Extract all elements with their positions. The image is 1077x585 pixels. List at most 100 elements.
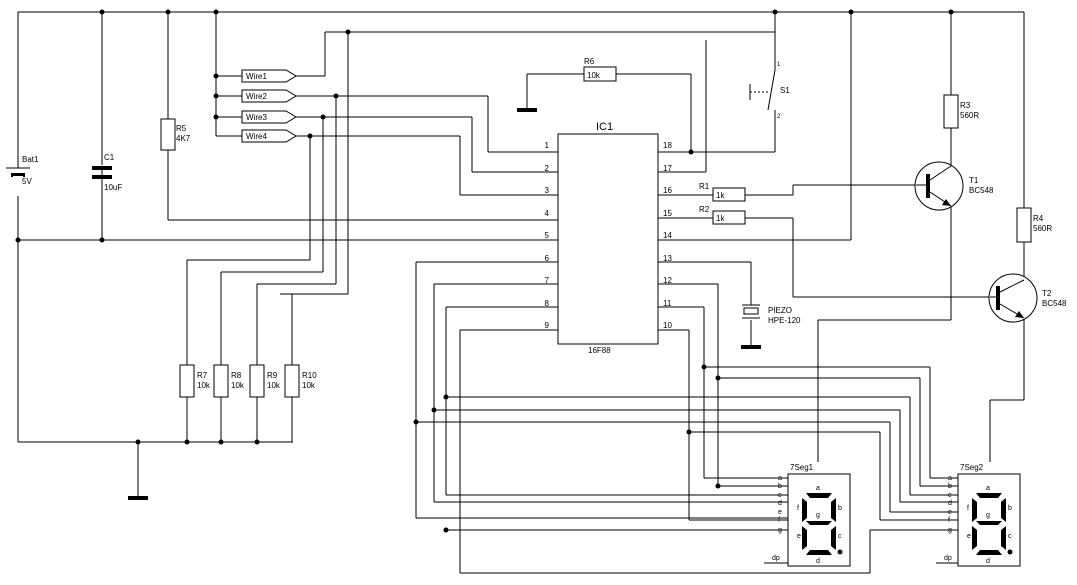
ic-pin-11: 11 <box>663 299 672 308</box>
t1-part: BC548 <box>969 186 994 195</box>
junction-dots <box>15 9 954 533</box>
s1-pin1: 1 <box>777 62 781 68</box>
ic-pin-13: 13 <box>663 254 672 263</box>
seg2-label-b: b <box>1008 505 1012 512</box>
transistor-t2: T2 BC548 <box>988 273 1067 323</box>
battery-name: Bat1 <box>22 155 39 164</box>
r2-value: 1k <box>716 214 725 223</box>
r6-value: 10k <box>587 71 601 80</box>
seg1-pin-d: d <box>778 500 782 507</box>
r6-name: R6 <box>584 57 595 66</box>
wire4-connector <box>241 129 297 143</box>
r3-value: 560R <box>960 111 979 120</box>
seg2-pin-dp: dp <box>944 555 952 562</box>
seg1-pin-g: g <box>778 527 782 534</box>
ground-symbol-r6 <box>517 108 537 112</box>
t2-name: T2 <box>1042 289 1052 298</box>
resistor-r2: R2 1k <box>699 205 746 225</box>
resistor-r3: R3 560R <box>943 94 979 129</box>
resistor-r1: R1 1k <box>699 182 746 202</box>
ic-pin-8: 8 <box>545 299 550 308</box>
seg1-label-g: g <box>816 512 820 519</box>
seg1-pin-e: e <box>778 509 782 516</box>
r5-name: R5 <box>176 124 187 133</box>
seg1-name: 7Seg1 <box>790 463 814 472</box>
r2-name: R2 <box>699 205 710 214</box>
ic-pin-2: 2 <box>545 164 550 173</box>
c1-value: 10uF <box>104 183 122 192</box>
ic-pin-5: 5 <box>545 231 550 240</box>
seg2-pin-b: b <box>948 483 952 490</box>
t2-part: BC548 <box>1042 299 1067 308</box>
seg2-label-e: e <box>967 533 971 540</box>
seven-segment-display-1: 7Seg1 a b c d e f g a b c d e f g <box>764 463 851 567</box>
ic-pin-14: 14 <box>663 231 672 240</box>
r9-value: 10k <box>267 381 281 390</box>
seg2-label-f: f <box>967 505 969 512</box>
ic-pin-15: 15 <box>663 209 672 218</box>
r5-value: 4K7 <box>176 134 191 143</box>
ic-name: IC1 <box>596 121 613 133</box>
seg1-label-f: f <box>797 505 799 512</box>
seven-segment-display-2: 7Seg2 a b c d e f g a b c d e f g <box>936 463 1021 567</box>
resistor-r4: R4 560R <box>1016 207 1052 243</box>
r8-name: R8 <box>231 371 242 380</box>
ground-symbol-main <box>128 496 148 500</box>
seg2-label-c: c <box>1008 533 1012 540</box>
seg1-label-e: e <box>797 533 801 540</box>
seg2-pin-e: e <box>948 509 952 516</box>
seg2-name: 7Seg2 <box>960 463 984 472</box>
resistor-r6: R6 10k <box>583 57 617 82</box>
ground-symbol-piezo <box>741 345 761 349</box>
seg1-pin-c: c <box>778 492 782 499</box>
battery-bat1: Bat1 5V <box>6 155 39 196</box>
r9-name: R9 <box>267 371 278 380</box>
ic-left-pins: 1 2 3 4 5 6 7 8 9 <box>545 141 550 330</box>
ic-right-pins: 18 17 16 15 14 13 12 11 10 <box>663 141 672 330</box>
r4-name: R4 <box>1033 214 1044 223</box>
resistor-r5: R5 4K7 <box>160 118 191 151</box>
ic1-chip: IC1 16F88 1 2 3 4 5 6 7 8 9 18 17 16 15 … <box>545 121 673 355</box>
ic-pin-7: 7 <box>545 276 550 285</box>
wire2-label: Wire2 <box>246 92 267 101</box>
wire3-label: Wire3 <box>246 113 267 122</box>
resistor-r9: R9 10k <box>249 364 281 398</box>
wire2-connector <box>241 89 297 103</box>
s1-name: S1 <box>780 86 790 95</box>
c1-name: C1 <box>104 153 115 162</box>
capacitor-c1: C1 10uF <box>92 153 122 192</box>
ic-part: 16F88 <box>588 346 611 355</box>
r1-name: R1 <box>699 182 710 191</box>
seg2-pin-c: c <box>948 492 952 499</box>
ic-pin-17: 17 <box>663 164 672 173</box>
ic-pin-3: 3 <box>545 186 550 195</box>
r1-value: 1k <box>716 191 725 200</box>
r3-name: R3 <box>960 101 971 110</box>
seg1-pin-b: b <box>778 483 782 490</box>
battery-value: 5V <box>22 177 32 186</box>
seg1-label-d: d <box>816 558 820 565</box>
piezo-part: HPE-120 <box>768 316 801 325</box>
r7-value: 10k <box>197 381 211 390</box>
t1-name: T1 <box>969 176 979 185</box>
piezo-name: PIEZO <box>768 306 792 315</box>
seg2-pin-f: f <box>948 517 950 524</box>
seg2-pin-g: g <box>948 527 952 534</box>
seg1-label-c: c <box>838 533 842 540</box>
switch-s1: S1 1 2 <box>749 62 790 120</box>
seg1-label-b: b <box>838 505 842 512</box>
ic-pin-18: 18 <box>663 141 672 150</box>
resistor-r8: R8 10k <box>213 364 245 398</box>
s1-pin2: 2 <box>777 114 781 120</box>
ic-pin-10: 10 <box>663 321 672 330</box>
seg2-pin-a: a <box>948 475 952 482</box>
wiring <box>17 11 1025 574</box>
seg2-label-d: d <box>986 558 990 565</box>
ic-pin-9: 9 <box>545 321 550 330</box>
ic-pin-1: 1 <box>545 141 550 150</box>
wire3-connector <box>241 110 297 124</box>
resistor-r7: R7 10k <box>179 364 211 398</box>
transistor-t1: T1 BC548 <box>914 161 994 211</box>
r4-value: 560R <box>1033 224 1052 233</box>
